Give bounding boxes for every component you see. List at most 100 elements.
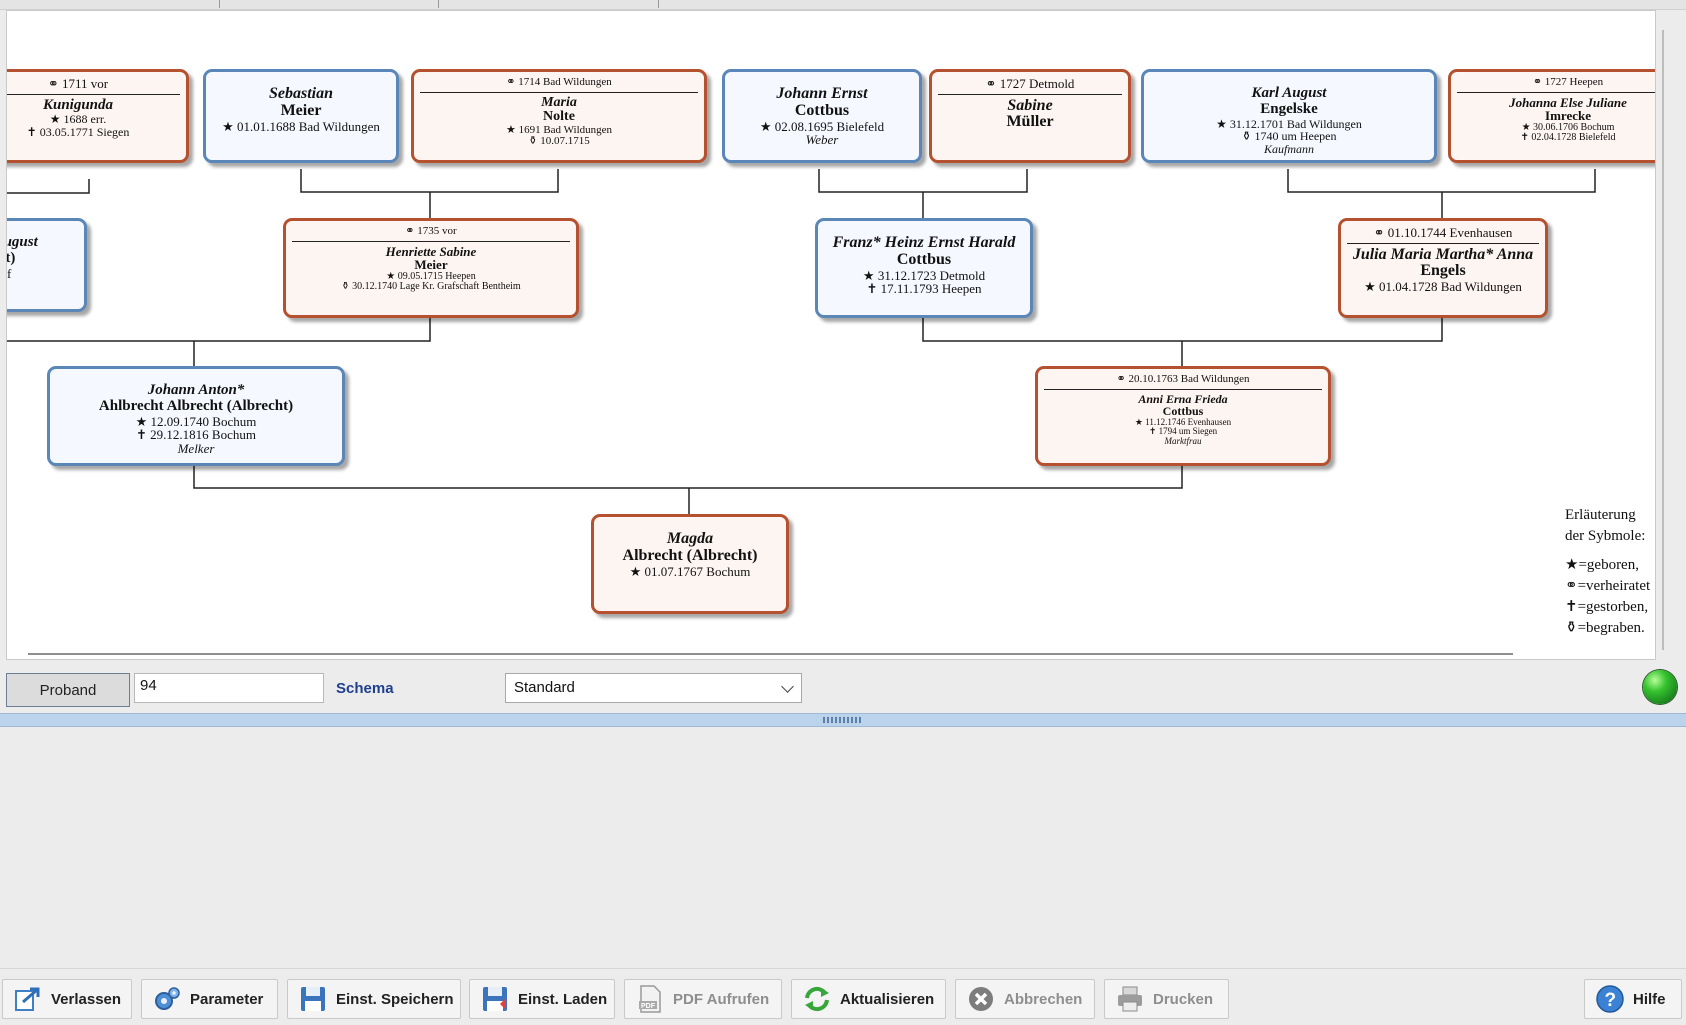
- person-surname: rt): [6, 249, 16, 266]
- vertical-scrollbar[interactable]: [1662, 30, 1664, 650]
- einst-speichern-button[interactable]: Einst. Speichern: [287, 979, 461, 1019]
- parameter-label: Parameter: [190, 990, 264, 1008]
- person-life-event: ★ 02.08.1695 Bielefeld: [759, 118, 885, 134]
- person-occupation: Weber: [805, 132, 839, 148]
- person-surname: Nolte: [543, 109, 575, 125]
- person-surname: Cottbus: [1162, 404, 1204, 419]
- person-surname: Engelske: [1260, 100, 1318, 117]
- person-life-event: ★ 12.09.1740 Bochum: [135, 413, 257, 429]
- splitter-grip-icon[interactable]: [823, 717, 861, 723]
- person-surname: Ahlbrecht Albrecht (Albrecht): [98, 397, 294, 414]
- hilfe-button[interactable]: ? Hilfe: [1584, 979, 1682, 1019]
- person-given-name: Magda: [666, 530, 714, 547]
- person-given-name: Johanna Else Juliane: [1509, 94, 1627, 110]
- cancel-icon: [969, 987, 993, 1011]
- exit-icon: [15, 987, 40, 1011]
- person-life-event: ★ 01.07.1767 Bochum: [629, 563, 751, 579]
- svg-text:?: ?: [1605, 990, 1617, 1011]
- person-life-event: ⚱ 10.07.1715: [528, 135, 590, 148]
- hilfe-label: Hilfe: [1633, 990, 1666, 1008]
- person-given-name: us August: [7, 234, 38, 250]
- verlassen-button[interactable]: Verlassen: [2, 979, 132, 1019]
- help-icon: ?: [1596, 985, 1624, 1013]
- person-surname: Imrecke: [1545, 108, 1591, 124]
- lower-empty-pane: [0, 729, 1686, 969]
- einst-laden-button[interactable]: Einst. Laden: [469, 979, 615, 1019]
- horizontal-scrollbar[interactable]: [28, 653, 1513, 655]
- person-given-name: Sebastian: [268, 85, 333, 102]
- legend-title: Erläuterung der Sybmole:: [1565, 507, 1646, 544]
- person-surname: Meier: [414, 257, 448, 273]
- connector-lines: [7, 169, 1596, 514]
- person-life-event: ★ 1691 Bad Wildungen: [505, 123, 613, 136]
- pdf-aufrufen-button[interactable]: PDF PDF Aufrufen: [624, 979, 782, 1019]
- schema-select[interactable]: Standard: [505, 673, 802, 703]
- person-life-event: ✝ 03.05.1771 Siegen: [26, 124, 130, 139]
- proband-button[interactable]: Proband: [6, 673, 130, 707]
- legend-item: ⚭=verheiratet: [1565, 578, 1651, 594]
- parameter-button[interactable]: Parameter: [141, 979, 278, 1019]
- person-given-name: Karl August: [1251, 85, 1327, 101]
- person-life-event: ★ 11.12.1746 Evenhausen: [1134, 416, 1232, 427]
- drucken-label: Drucken: [1153, 990, 1214, 1008]
- verlassen-label: Verlassen: [51, 990, 122, 1008]
- person-given-name: Maria: [541, 94, 577, 110]
- marriage-info: ⚭ 1711 vor: [7, 75, 180, 95]
- person-node-johann-anton[interactable]: Johann Anton*Ahlbrecht Albrecht (Albrech…: [47, 366, 345, 466]
- pdf-aufrufen-label: PDF Aufrufen: [673, 990, 770, 1008]
- person-life-event: rf: [6, 265, 12, 281]
- printer-icon: [1118, 986, 1142, 1012]
- status-led-icon: [1643, 670, 1677, 704]
- person-life-event: ⚱ 30.12.1740 Lage Kr. Grafschaft Benthei…: [341, 281, 521, 293]
- person-given-name: Henriette Sabine: [385, 243, 477, 259]
- abbrechen-button[interactable]: Abbrechen: [955, 979, 1095, 1019]
- load-icon: [483, 987, 507, 1011]
- save-icon: [301, 987, 325, 1011]
- marriage-info: ⚭ 01.10.1744 Evenhausen: [1347, 224, 1539, 244]
- person-life-event: ★ 01.01.1688 Bad Wildungen: [222, 118, 380, 134]
- person-given-name: Anni Erna Frieda: [1138, 391, 1228, 406]
- tab-separator: [658, 0, 659, 8]
- person-life-event: ★ 1688 err.: [49, 112, 107, 127]
- person-surname: Cottbus: [794, 101, 850, 119]
- person-given-name: Johann Anton*: [147, 382, 245, 398]
- person-surname: Engels: [1420, 262, 1466, 280]
- marriage-info: ⚭ 1735 vor: [292, 224, 570, 242]
- aktualisieren-label: Aktualisieren: [840, 990, 935, 1008]
- person-life-event: ⚱ 1740 um Heepen: [1241, 129, 1337, 144]
- marriage-info: ⚭ 1727 Detmold: [938, 75, 1122, 95]
- top-tab-strip: [0, 0, 1686, 10]
- person-occupation: Marktfrau: [1164, 435, 1202, 446]
- gear-icon: [155, 987, 180, 1010]
- pdf-icon: PDF: [639, 985, 661, 1013]
- proband-input[interactable]: 94: [134, 673, 324, 703]
- abbrechen-label: Abbrechen: [1004, 990, 1083, 1008]
- marriage-info: ⚭ 1714 Bad Wildungen: [420, 75, 698, 93]
- person-life-event: ★ 09.05.1715 Heepen: [386, 270, 476, 282]
- person-given-name: Franz* Heinz Ernst Harald: [832, 234, 1016, 251]
- person-given-name: Johann Ernst: [776, 85, 868, 102]
- person-surname: Albrecht (Albrecht): [622, 546, 758, 564]
- person-node-us-august[interactable]: us Augustrt)rf: [6, 218, 87, 312]
- person-occupation: Melker: [177, 440, 215, 456]
- legend-item: ✝=gestorben,: [1565, 599, 1649, 615]
- aktualisieren-button[interactable]: Aktualisieren: [791, 979, 946, 1019]
- chevron-down-icon: [781, 680, 794, 693]
- drucken-button[interactable]: Drucken: [1104, 979, 1229, 1019]
- person-life-event: ★ 30.06.1706 Bochum: [1521, 121, 1615, 133]
- schema-select-value: Standard: [514, 679, 575, 696]
- person-occupation: Kaufmann: [1263, 141, 1314, 156]
